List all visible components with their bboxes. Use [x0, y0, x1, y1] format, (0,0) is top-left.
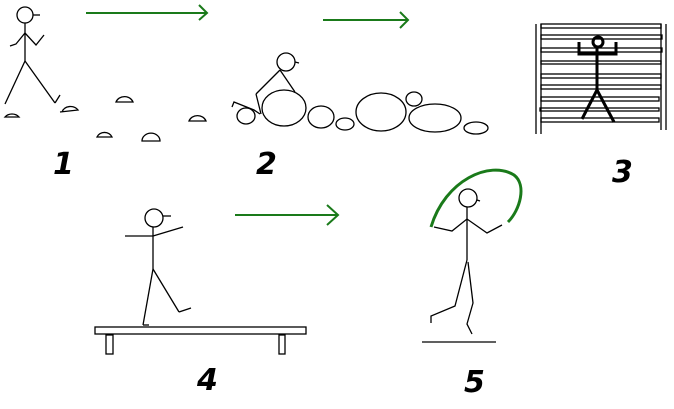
station-4-balance-bench [94, 326, 307, 355]
jump-rope [429, 168, 523, 228]
arrow-2-to-3 [323, 11, 410, 29]
arrow-4-to-5 [235, 204, 340, 226]
station-4-walker-figure [125, 208, 192, 326]
station-label-5: 5 [464, 365, 485, 400]
station-label-2: 2 [256, 147, 277, 182]
station-1-mounds [3, 96, 207, 142]
station-5-jump-rope-figure [422, 188, 503, 343]
station-2-round-obstacles [236, 89, 489, 135]
station-1-walker-figure [4, 6, 61, 105]
station-label-3: 3 [612, 155, 633, 190]
station-label-1: 1 [53, 147, 74, 182]
station-3-climber-figure [577, 35, 618, 123]
arrow-1-to-2 [86, 4, 209, 21]
station-label-4: 4 [197, 363, 218, 398]
station-2-crawler-figure [231, 52, 300, 115]
station-3-wall-bars [535, 23, 667, 134]
